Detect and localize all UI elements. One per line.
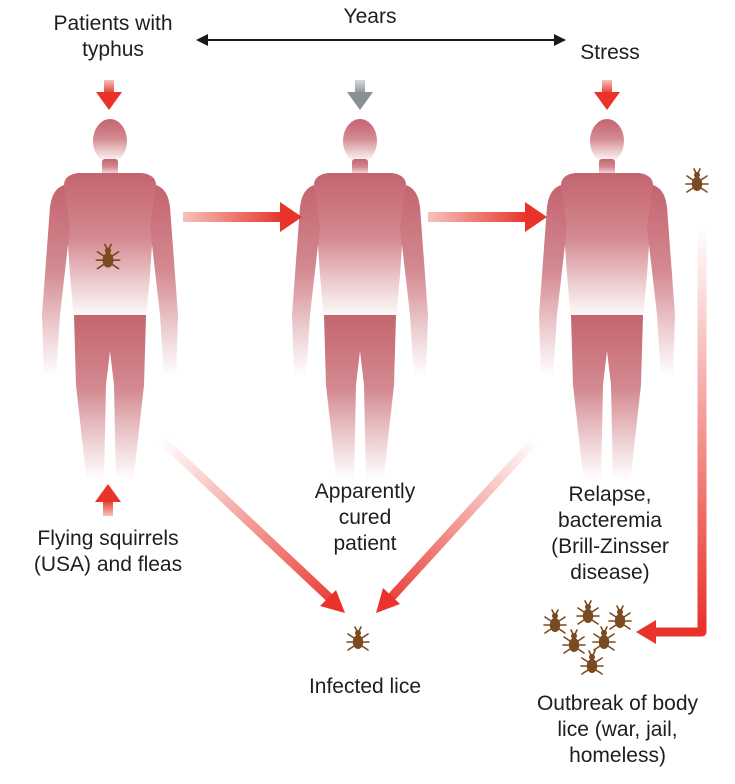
years-label: Years [300,4,440,30]
patient-with-typhus-figure [42,119,178,480]
louse-icon [563,630,585,653]
stress-down-arrow [594,80,620,110]
louse-icon [577,601,599,624]
relapse-label: Relapse, bacteremia (Brill-Zinsser disea… [530,482,690,586]
progression-arrow-2 [428,202,547,232]
cured-patient-figure [292,119,428,480]
louse-icon [544,610,566,633]
louse-icon [686,169,708,192]
years-down-arrow [347,80,373,110]
progression-arrow-1 [183,202,302,232]
louse-icon [347,627,369,650]
louse-cluster [544,601,631,674]
patients-with-typhus-label: Patients with typhus [18,11,208,63]
relapse-patient-figure [539,119,675,480]
squirrels-up-arrow [95,484,121,516]
outbreak-label: Outbreak of body lice (war, jail, homele… [505,691,730,769]
louse-icon [581,651,603,674]
infected-lice-label: Infected lice [280,674,450,700]
flying-squirrels-label: Flying squirrels (USA) and fleas [8,526,208,578]
apparently-cured-label: Apparently cured patient [285,479,445,557]
patients-down-arrow [96,80,122,110]
louse-icon [593,627,615,650]
stress-label: Stress [555,40,665,66]
louse-icon [609,606,631,629]
